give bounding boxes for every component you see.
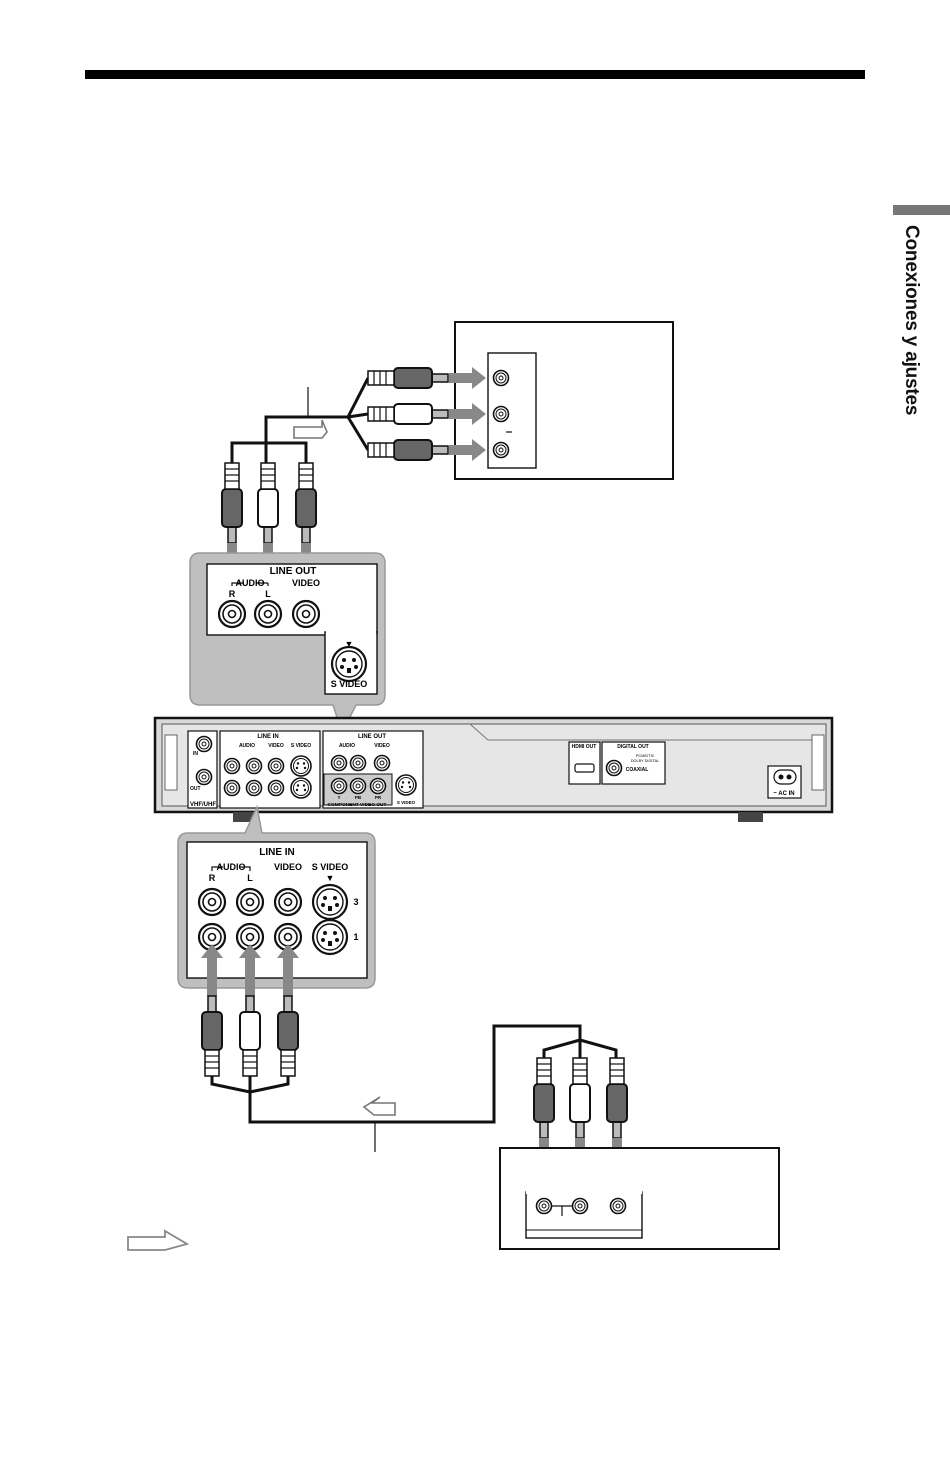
arrows-into-line-in: [201, 944, 299, 996]
device-audio-l-jack: [573, 1199, 588, 1214]
line-in-heading: LINE IN: [259, 847, 295, 858]
line-out-r-jack: [219, 601, 245, 627]
device-video-jack: [611, 1199, 626, 1214]
svg-text:LINE OUT: LINE OUT: [358, 734, 386, 740]
line-out-s-video-label: S VIDEO: [331, 679, 368, 689]
coaxial-jack: [607, 761, 622, 776]
line-in-3-s-video-jack: [313, 885, 347, 919]
top-audio-video-cable: [232, 378, 368, 463]
plug-video-lineout: [296, 463, 316, 543]
source-device-box: [500, 1148, 779, 1249]
svg-text:COAXIAL: COAXIAL: [626, 767, 649, 773]
svg-text:R: R: [209, 873, 216, 883]
line-out-audio-label: AUDIO: [236, 578, 265, 588]
svg-text:▼: ▼: [326, 873, 335, 883]
signal-direction-arrow: [294, 420, 327, 438]
svg-text:HDMI OUT: HDMI OUT: [572, 744, 597, 750]
line-out-heading: LINE OUT: [270, 566, 317, 577]
svg-text:3: 3: [353, 897, 358, 907]
tv-audio-l-jack: [494, 407, 509, 422]
antenna-in-jack: [197, 737, 212, 752]
svg-text:VIDEO: VIDEO: [374, 743, 390, 749]
svg-text:Y: Y: [337, 795, 340, 800]
line-in-1-s-video-jack: [313, 920, 347, 954]
svg-text:S VIDEO: S VIDEO: [397, 800, 416, 805]
antenna-out-jack: [197, 770, 212, 785]
device-audio-r-jack: [537, 1199, 552, 1214]
line-in-3-video-jack: [275, 889, 301, 915]
line-out-r-label: R: [229, 589, 236, 599]
line-out-l-jack: [255, 601, 281, 627]
svg-text:PR: PR: [375, 795, 382, 800]
plug-audio-r-device: [534, 1058, 554, 1138]
svg-text:LINE IN: LINE IN: [257, 734, 278, 740]
tv-video-jack: [494, 371, 509, 386]
line-in-s-video-label: S VIDEO: [312, 862, 349, 872]
plug-audio-r-top: [368, 440, 448, 460]
line-in-video-label: VIDEO: [274, 862, 302, 872]
svg-text:IN: IN: [193, 751, 198, 757]
line-in-3-r-jack: [199, 889, 225, 915]
legend-signal-arrow: [128, 1231, 187, 1250]
svg-text:OUT: OUT: [190, 786, 201, 792]
svg-text:AUDIO: AUDIO: [239, 743, 255, 749]
plug-audio-l-linein: [240, 996, 260, 1076]
svg-text:COMPONENT VIDEO OUT: COMPONENT VIDEO OUT: [328, 802, 387, 808]
plug-audio-r-linein: [202, 996, 222, 1076]
line-out-callout: LINE OUT AUDIO VIDEO R L ▼ S VIDEO: [190, 553, 385, 733]
tv-audio-r-jack: [494, 443, 509, 458]
arrows-into-tv: [449, 367, 486, 461]
svg-text:1: 1: [353, 932, 358, 942]
svg-text:VIDEO: VIDEO: [268, 743, 284, 749]
line-out-l-label: L: [265, 589, 271, 599]
line-out-video-label: VIDEO: [292, 578, 320, 588]
svg-text:~ AC IN: ~ AC IN: [773, 791, 794, 797]
line-out-video-jack: [293, 601, 319, 627]
svg-text:PB: PB: [355, 795, 362, 800]
plug-video-device: [607, 1058, 627, 1138]
plug-audio-l-device: [570, 1058, 590, 1138]
bottom-audio-video-cable: [212, 1026, 616, 1152]
plug-audio-l-lineout: [258, 463, 278, 543]
line-in-audio-label: AUDIO: [217, 862, 246, 872]
svg-text:VHF/UHF: VHF/UHF: [190, 802, 216, 808]
plug-audio-r-lineout: [222, 463, 242, 543]
svg-text:PCM/DTS/: PCM/DTS/: [636, 754, 655, 758]
svg-text:S VIDEO: S VIDEO: [291, 743, 311, 749]
svg-text:AUDIO: AUDIO: [339, 743, 355, 749]
plug-audio-l-top: [368, 404, 448, 424]
line-in-3-l-jack: [237, 889, 263, 915]
plug-video-linein: [278, 996, 298, 1076]
line-out-s-video-jack: [332, 647, 366, 681]
svg-text:DIGITAL OUT: DIGITAL OUT: [617, 744, 648, 750]
tv-input-box: [455, 322, 673, 479]
svg-text:L: L: [247, 873, 253, 883]
hdmi-out-port: [575, 764, 594, 772]
plug-video-top: [368, 368, 448, 388]
signal-direction-arrow-bottom: [364, 1097, 395, 1115]
svg-text:DOLBY DIGITAL: DOLBY DIGITAL: [631, 759, 659, 763]
